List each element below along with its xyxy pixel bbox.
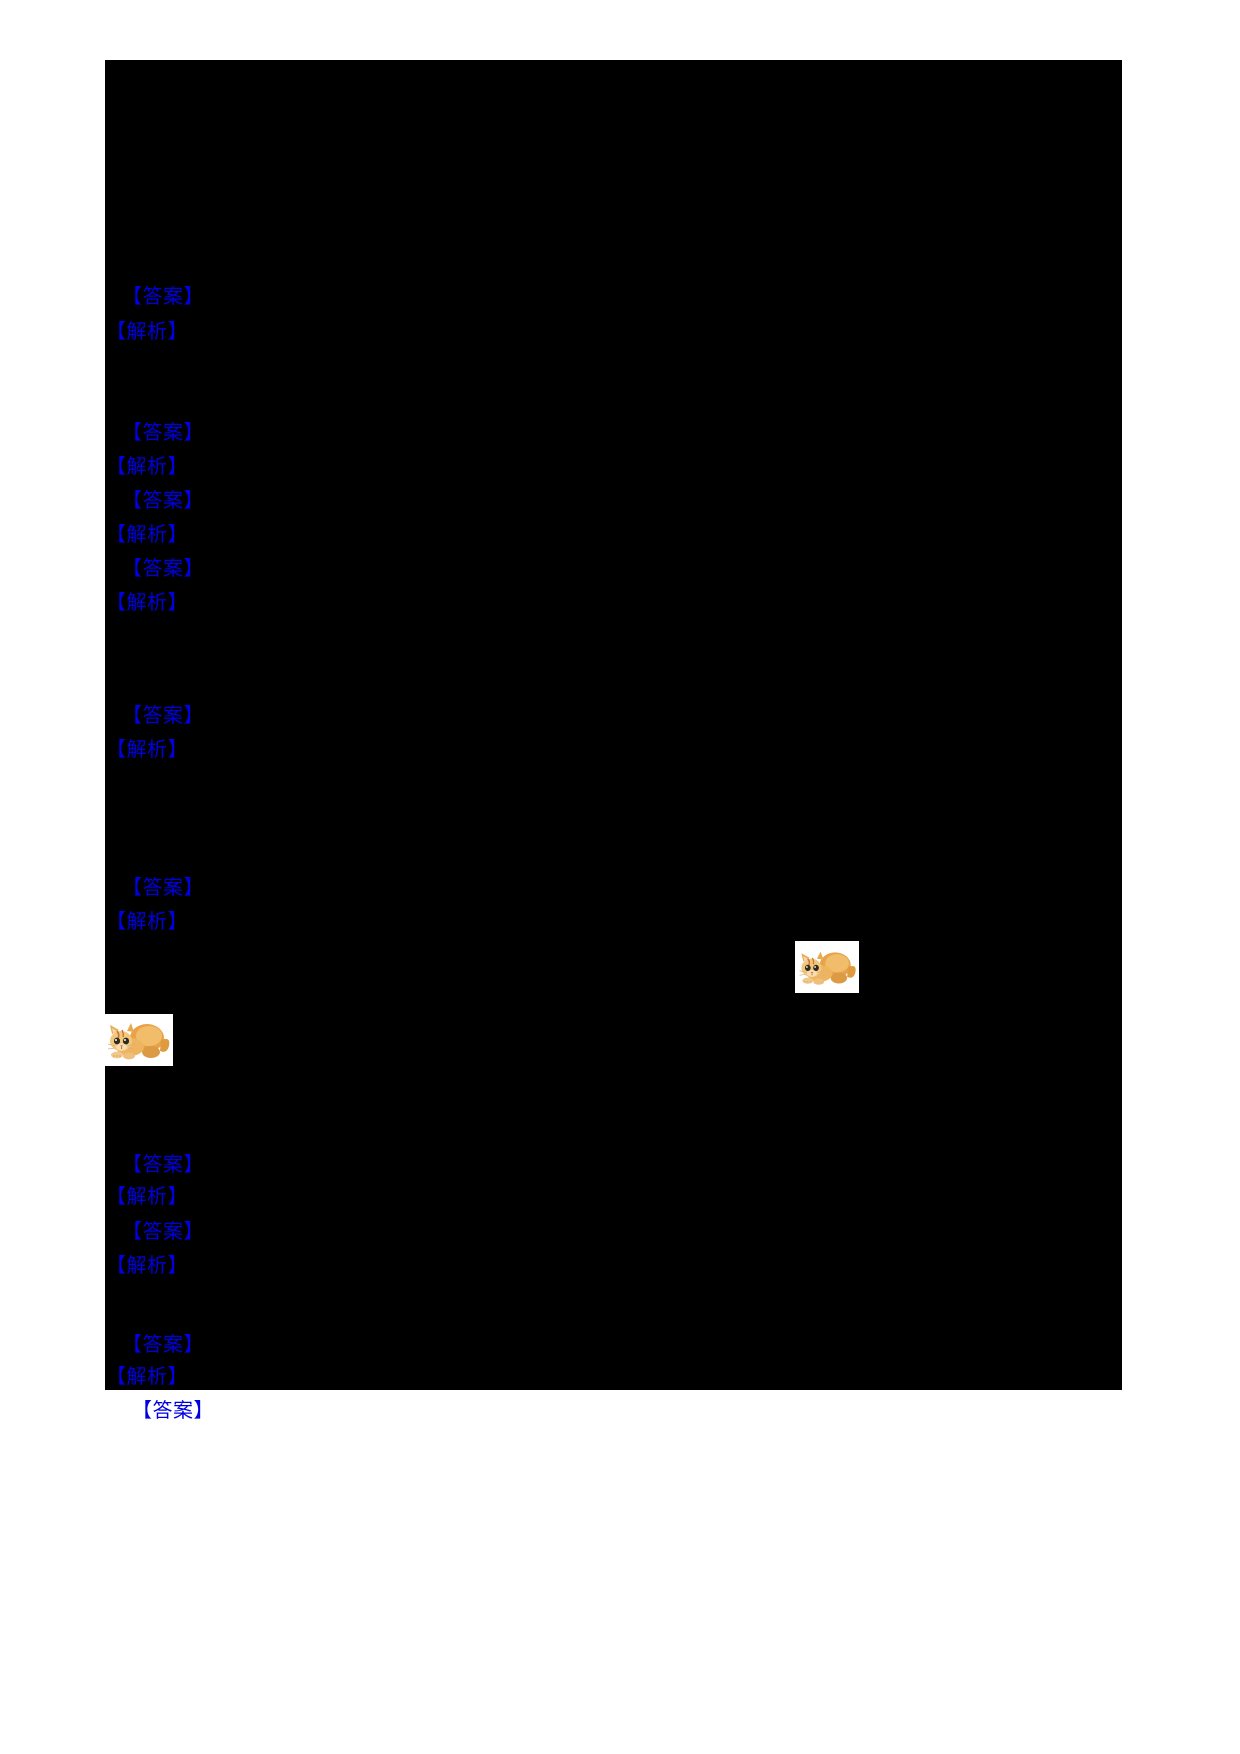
analysis-label: 【解析】 xyxy=(106,909,188,933)
analysis-label: 【解析】 xyxy=(106,737,188,761)
kitten-illustration-left-icon xyxy=(103,1014,173,1066)
answer-label: 【答案】 xyxy=(132,1398,214,1422)
answer-label: 【答案】 xyxy=(122,420,204,444)
answer-label: 【答案】 xyxy=(122,1152,204,1176)
answer-label: 【答案】 xyxy=(122,556,204,580)
answer-label: 【答案】 xyxy=(122,1219,204,1243)
answer-label: 【答案】 xyxy=(122,703,204,727)
answer-label: 【答案】 xyxy=(122,875,204,899)
answer-label: 【答案】 xyxy=(122,1332,204,1356)
analysis-label: 【解析】 xyxy=(106,522,188,546)
analysis-label: 【解析】 xyxy=(106,1364,188,1388)
answer-label: 【答案】 xyxy=(122,488,204,512)
redacted-content-block xyxy=(105,60,1122,1390)
analysis-label: 【解析】 xyxy=(106,590,188,614)
analysis-label: 【解析】 xyxy=(106,1184,188,1208)
kitten-illustration-right-icon xyxy=(795,941,859,993)
analysis-label: 【解析】 xyxy=(106,319,188,343)
analysis-label: 【解析】 xyxy=(106,1253,188,1277)
analysis-label: 【解析】 xyxy=(106,454,188,478)
answer-label: 【答案】 xyxy=(122,284,204,308)
